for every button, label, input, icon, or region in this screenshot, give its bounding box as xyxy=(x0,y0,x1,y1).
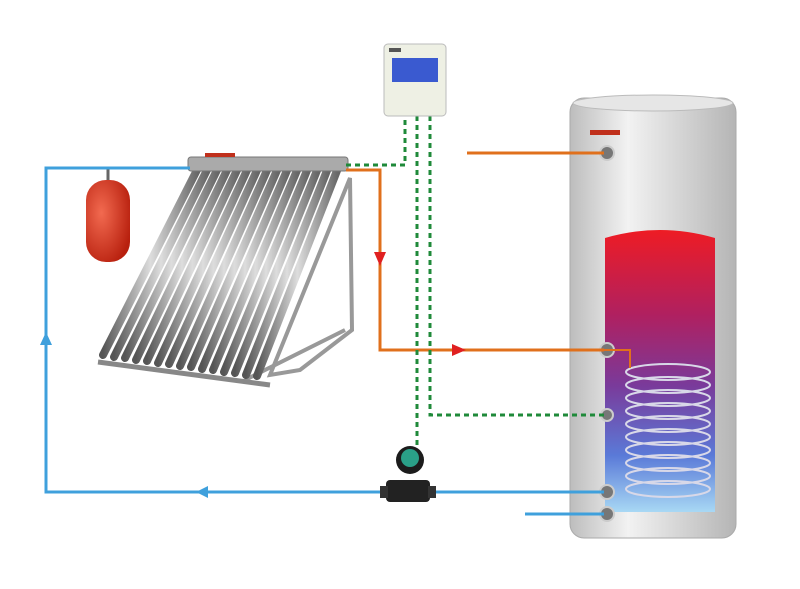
hot-flow-pipe xyxy=(346,168,604,352)
vacuum-tubes xyxy=(99,164,342,380)
controller-display xyxy=(392,58,438,82)
flow-arrows xyxy=(40,252,466,498)
arrow-down-icon xyxy=(374,252,386,266)
expansion-tank xyxy=(86,168,130,262)
storage-tank xyxy=(569,94,737,539)
arrow-left-icon xyxy=(196,486,208,498)
cold-return-pipe xyxy=(44,166,604,494)
collector-header xyxy=(187,156,349,172)
solar-collector xyxy=(97,153,355,388)
sensor-wires xyxy=(346,116,604,445)
brand-logo xyxy=(590,130,620,135)
solar-controller xyxy=(383,43,447,117)
arrow-right-icon xyxy=(452,344,466,356)
circulation-pump xyxy=(380,446,436,502)
heat-exchanger-coil-icon xyxy=(625,363,711,498)
arrow-up-icon xyxy=(40,332,52,345)
